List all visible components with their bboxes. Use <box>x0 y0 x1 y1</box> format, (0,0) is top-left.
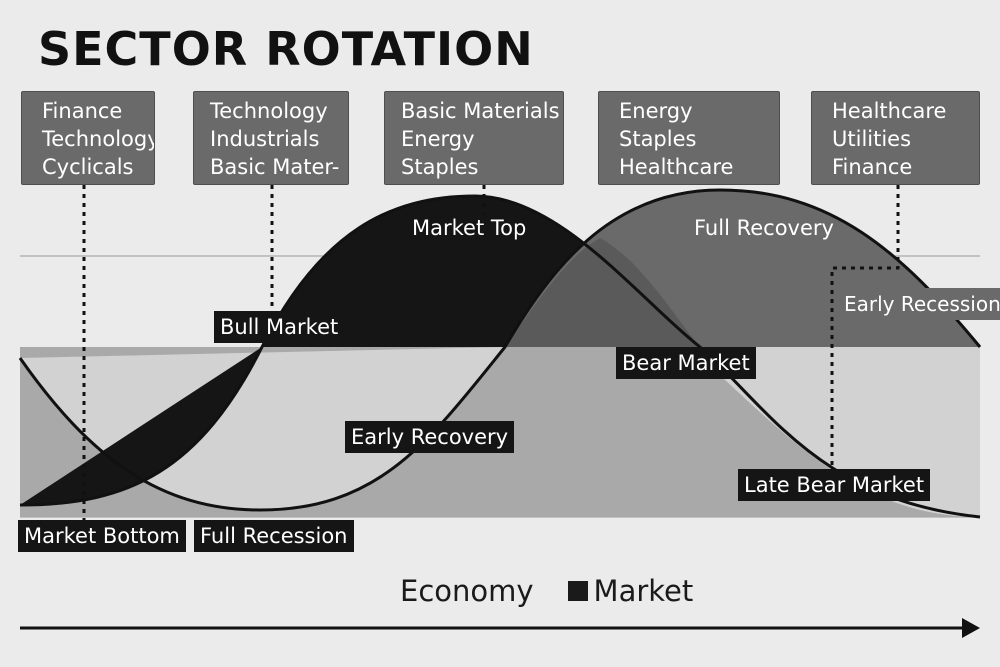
phase-full-recovery: Full Recovery <box>694 216 834 240</box>
sector-box-1-line-2: Technology <box>42 127 155 151</box>
sector-box-3-line-2: Energy <box>401 127 475 151</box>
sector-box-3-line-1: Basic Materials <box>401 99 560 123</box>
time-axis-arrowhead <box>962 618 980 638</box>
economy-light-fill <box>20 347 980 517</box>
sector-box-4: Energy Staples Healthcare <box>598 91 780 185</box>
phase-market-bottom: Market Bottom <box>18 520 186 552</box>
sector-box-5-line-1: Healthcare <box>832 99 947 123</box>
sector-box-1: Finance Technology Cyclicals <box>21 91 155 185</box>
phase-bull-market: Bull Market <box>214 311 345 343</box>
sector-box-4-line-2: Staples <box>619 127 697 151</box>
legend-economy-label: Economy <box>400 574 534 608</box>
market-area <box>20 196 700 505</box>
sector-box-5-line-3: Finance <box>832 155 913 179</box>
phase-early-recession: Early Recession <box>838 288 1000 320</box>
sector-box-2-line-3: Basic Mater- <box>210 155 340 179</box>
sector-box-1-line-1: Finance <box>42 99 123 123</box>
sector-box-3: Basic Materials Energy Staples <box>384 91 564 185</box>
sector-box-4-line-1: Energy <box>619 99 693 123</box>
sector-box-2-line-1: Technology <box>210 99 328 123</box>
sector-box-4-line-3: Healthcare <box>619 155 734 179</box>
market-curve <box>19 194 981 519</box>
economy-curve <box>18 188 982 512</box>
phase-market-top: Market Top <box>412 216 527 240</box>
phase-full-recession: Full Recession <box>194 520 354 552</box>
sector-box-2: Technology Industrials Basic Mater- <box>193 91 349 185</box>
sector-box-1-line-3: Cyclicals <box>42 155 134 179</box>
sector-box-5: Healthcare Utilities Finance <box>811 91 980 185</box>
sector-box-3-line-3: Staples <box>401 155 479 179</box>
legend-market-swatch <box>567 581 588 601</box>
legend: Economy Market <box>400 574 693 608</box>
sector-box-2-line-2: Industrials <box>210 127 320 151</box>
phase-early-recovery: Early Recovery <box>345 421 515 453</box>
phase-late-bear-market: Late Bear Market <box>738 469 931 501</box>
legend-market-label: Market <box>593 574 694 608</box>
phase-bear-market: Bear Market <box>616 347 756 379</box>
sector-box-5-line-2: Utilities <box>832 127 912 151</box>
market-overlap-area <box>505 238 700 347</box>
diagram-title: SECTOR ROTATION <box>38 22 534 76</box>
